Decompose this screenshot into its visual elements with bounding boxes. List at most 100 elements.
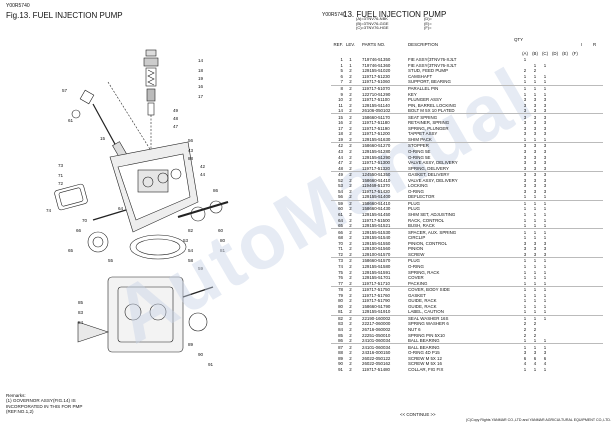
cell-desc: O-RING xyxy=(408,188,424,194)
cell-c: 1 xyxy=(543,292,547,298)
cell-desc: RACK, CONTROL xyxy=(408,217,445,223)
cell-b: 3 xyxy=(533,183,537,189)
cell-lev: 2 xyxy=(349,223,352,229)
cell-ref: 77 xyxy=(338,280,343,286)
cell-a: 3 xyxy=(523,172,527,178)
cell-c: 3 xyxy=(543,177,547,183)
cell-ref: 17 xyxy=(338,125,343,131)
callout-label: 90 xyxy=(198,352,204,357)
cell-desc: FIE ASSY(3TNV76-XJLT xyxy=(408,57,457,63)
cell-a: 1 xyxy=(523,217,527,223)
cell-b: 1 xyxy=(533,200,537,206)
col-description: DESCRIPTION xyxy=(408,42,439,47)
cell-a: 1 xyxy=(523,86,527,91)
cell-lev: 1 xyxy=(349,57,352,63)
callout-label: 73 xyxy=(58,163,64,168)
cell-b: 3 xyxy=(533,177,537,183)
cell-b: 3 xyxy=(533,160,537,166)
cell-lev: 2 xyxy=(349,229,352,235)
cell-desc: SHIM PACK xyxy=(408,136,432,142)
cell-a: 3 xyxy=(523,114,527,120)
cell-b: 1 xyxy=(533,73,537,79)
cell-desc: PACKING xyxy=(408,280,428,286)
col-lev: LEV. xyxy=(345,42,356,47)
cell-desc: O-RING 5E xyxy=(408,154,431,160)
cell-lev: 2 xyxy=(349,287,352,293)
cell-b: 4 xyxy=(533,361,537,367)
cell-c: 3 xyxy=(543,246,547,252)
cell-desc: STUD, FEED PUMP xyxy=(408,68,449,74)
cell-lev: 2 xyxy=(349,350,352,356)
cell-ref: 42 xyxy=(338,143,343,149)
cell-part: 129155-51580 xyxy=(362,263,391,269)
cell-part: 129155-51630 xyxy=(362,136,391,142)
cell-ref: 84 xyxy=(338,326,343,332)
cell-b: 1 xyxy=(533,258,537,264)
cell-a: 3 xyxy=(523,143,527,149)
cell-lev: 2 xyxy=(349,143,352,149)
cell-desc: LOCKING xyxy=(408,183,428,189)
callout-label: 55 xyxy=(108,258,114,263)
cell-b: 3 xyxy=(533,125,537,131)
cell-a: 1 xyxy=(523,298,527,304)
cell-lev: 2 xyxy=(349,188,352,194)
cell-a: 1 xyxy=(523,57,527,63)
cell-a: 3 xyxy=(523,131,527,137)
cell-a: 3 xyxy=(523,188,527,194)
cell-part: 129155-51521 xyxy=(362,223,391,229)
callout-label: 82 xyxy=(188,228,194,233)
cell-part: 119717-51760 xyxy=(362,292,390,298)
cell-c: 3 xyxy=(543,108,547,114)
cell-part: 158660-51430 xyxy=(362,206,391,212)
cell-desc: COLLAR, FIG FIX xyxy=(408,366,444,372)
callout-label: 64 xyxy=(118,206,124,211)
cell-desc: SPRING PIN 5X10 xyxy=(408,332,445,338)
cell-ref: 60 xyxy=(338,206,343,212)
cell-b: 3 xyxy=(533,154,537,160)
cell-ref: 43 xyxy=(338,149,343,155)
cell-part: 119717-51750 xyxy=(362,287,390,293)
cell-ref: 52 xyxy=(338,177,343,183)
cell-a: 1 xyxy=(523,73,527,79)
cell-desc: O-RING xyxy=(408,263,424,269)
cell-lev: 2 xyxy=(349,120,352,126)
cell-b: 1 xyxy=(533,298,537,304)
cell-ref: 70 xyxy=(338,240,343,246)
cell-c: 1 xyxy=(543,229,547,235)
cell-lev: 2 xyxy=(349,326,352,332)
cell-lev: 2 xyxy=(349,366,352,372)
cell-ref: 83 xyxy=(338,321,343,327)
cell-lev: 2 xyxy=(349,114,352,120)
cell-b: 1 xyxy=(533,206,537,212)
cell-b: 2 xyxy=(533,332,537,338)
cell-desc: COVER xyxy=(408,275,424,281)
cell-ref: 16 xyxy=(338,120,343,126)
cell-c: 1 xyxy=(543,338,547,344)
callout-label: 72 xyxy=(58,181,64,186)
cell-b: 6 xyxy=(533,355,537,361)
cell-a: 1 xyxy=(523,136,527,142)
cell-ref: 11 xyxy=(338,102,343,108)
callout-label: 57 xyxy=(62,88,68,93)
exploded-diagram: 14 18 19 16 17 57 61 49 48 47 15 56 43 8… xyxy=(46,49,229,367)
cell-part: 129155-51400 xyxy=(362,194,391,200)
cell-part: 122710-51290 xyxy=(362,91,391,97)
cell-b: 1 xyxy=(533,212,537,218)
cell-c: 1 xyxy=(543,275,547,281)
cell-c: 1 xyxy=(543,298,547,304)
callout-label: 89 xyxy=(188,342,194,347)
cell-lev: 2 xyxy=(349,361,352,367)
cell-lev: 2 xyxy=(349,258,352,264)
cell-lev: 2 xyxy=(349,200,352,206)
